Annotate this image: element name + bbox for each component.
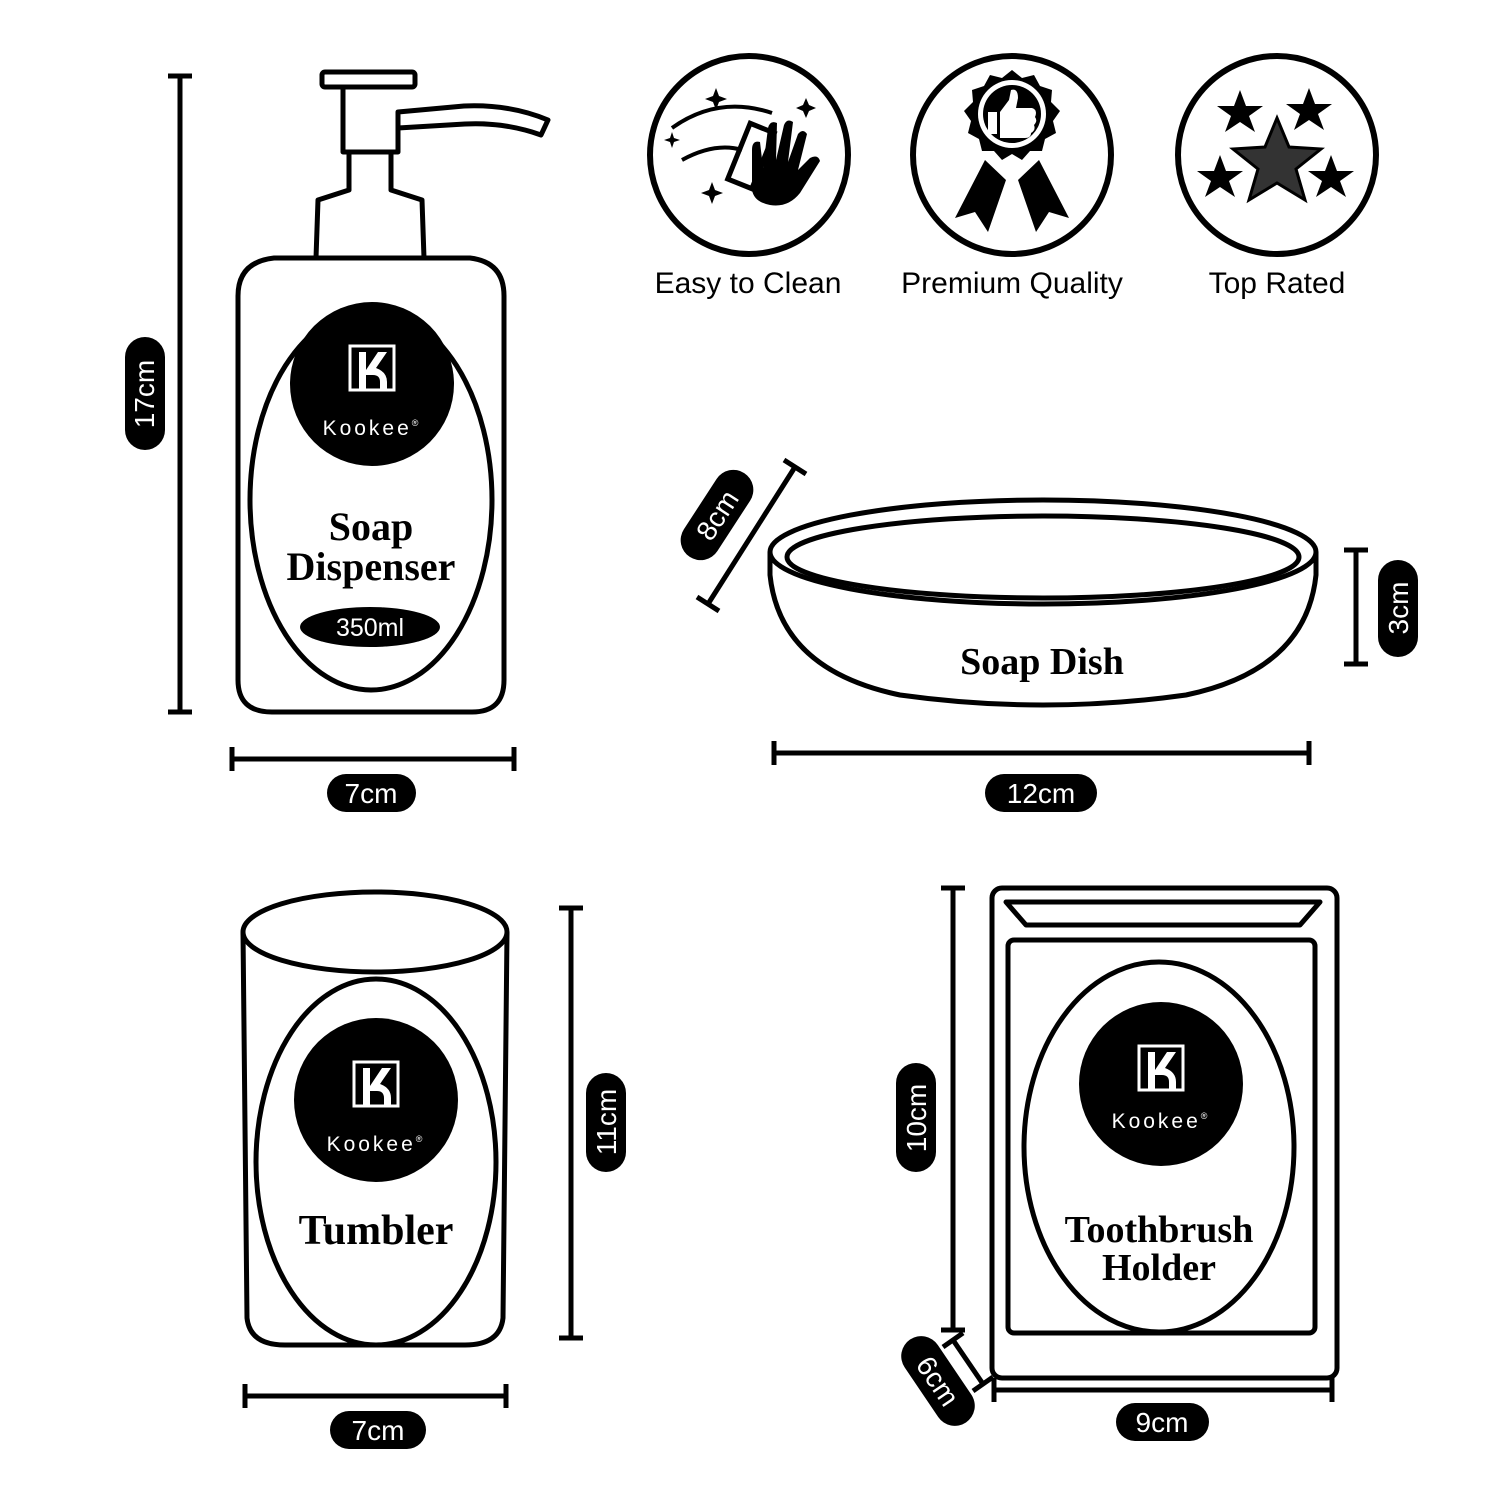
badge-easy-to-clean: Easy to Clean xyxy=(647,53,851,300)
dimension-label: 7cm xyxy=(345,778,398,809)
registered-mark: ® xyxy=(1201,1111,1211,1121)
dimension-label: 7cm xyxy=(352,1415,405,1446)
product-name-line1: Toothbrush xyxy=(1065,1209,1254,1251)
dispenser-bottle xyxy=(235,255,507,715)
product-name: Soap Dish xyxy=(960,641,1124,683)
brand-name: Kookee® xyxy=(323,417,422,440)
tumbler-height-dimension: 11cm xyxy=(559,905,626,1341)
dimension-label: 12cm xyxy=(1007,778,1075,809)
brand-name: Kookee® xyxy=(1112,1110,1211,1133)
badge-top-rated: Top Rated xyxy=(1175,53,1379,300)
product-name: Tumbler xyxy=(299,1208,454,1254)
dispenser-height-dimension: 17cm xyxy=(125,73,192,715)
brand-logo: Kookee® xyxy=(294,1018,458,1182)
product-name-line2: Dispenser xyxy=(287,544,456,589)
dispenser-pump xyxy=(313,69,551,261)
product-name-line2: Holder xyxy=(1102,1247,1216,1289)
badge-label: Easy to Clean xyxy=(655,267,842,300)
dimension-label: 10cm xyxy=(901,1084,932,1152)
tumbler xyxy=(240,889,510,1348)
dish-height-dimension: 3cm xyxy=(1344,547,1418,667)
badge-label: Premium Quality xyxy=(901,267,1123,300)
badge-label: Top Rated xyxy=(1209,267,1346,300)
holder-width-dimension: 9cm xyxy=(991,1378,1335,1441)
toothbrush-holder xyxy=(989,885,1340,1381)
tumbler-width-dimension: 7cm xyxy=(242,1384,509,1449)
dish-width-dimension: 12cm xyxy=(771,741,1312,812)
dimension-label: 11cm xyxy=(591,1089,622,1155)
volume-badge xyxy=(300,607,440,647)
dimension-label: 9cm xyxy=(1136,1407,1189,1438)
brand-name: Kookee® xyxy=(327,1133,426,1156)
product-name-line1: Soap xyxy=(329,504,414,549)
registered-mark: ® xyxy=(416,1134,426,1144)
registered-mark: ® xyxy=(412,418,422,428)
brand-logo: Kookee® xyxy=(290,302,454,466)
soap-dispenser: Kookee® Soap Dispenser 350ml xyxy=(235,69,551,715)
premium-ribbon-icon xyxy=(955,70,1069,232)
dispenser-width-dimension: 7cm xyxy=(229,747,517,812)
volume-text: 350ml xyxy=(336,614,404,642)
clean-hand-icon xyxy=(664,88,820,206)
brand-logo: Kookee® xyxy=(1079,1002,1243,1166)
five-stars-icon xyxy=(1197,88,1354,204)
holder-depth-dimension: 6cm xyxy=(901,1330,995,1426)
dish-depth-dimension: 8cm xyxy=(680,457,808,614)
badge-premium-quality: Premium Quality xyxy=(901,53,1123,300)
soap-dish xyxy=(767,497,1319,708)
dimension-label: 3cm xyxy=(1383,582,1414,635)
holder-height-dimension: 10cm xyxy=(896,885,965,1333)
dimension-label: 17cm xyxy=(129,360,160,428)
